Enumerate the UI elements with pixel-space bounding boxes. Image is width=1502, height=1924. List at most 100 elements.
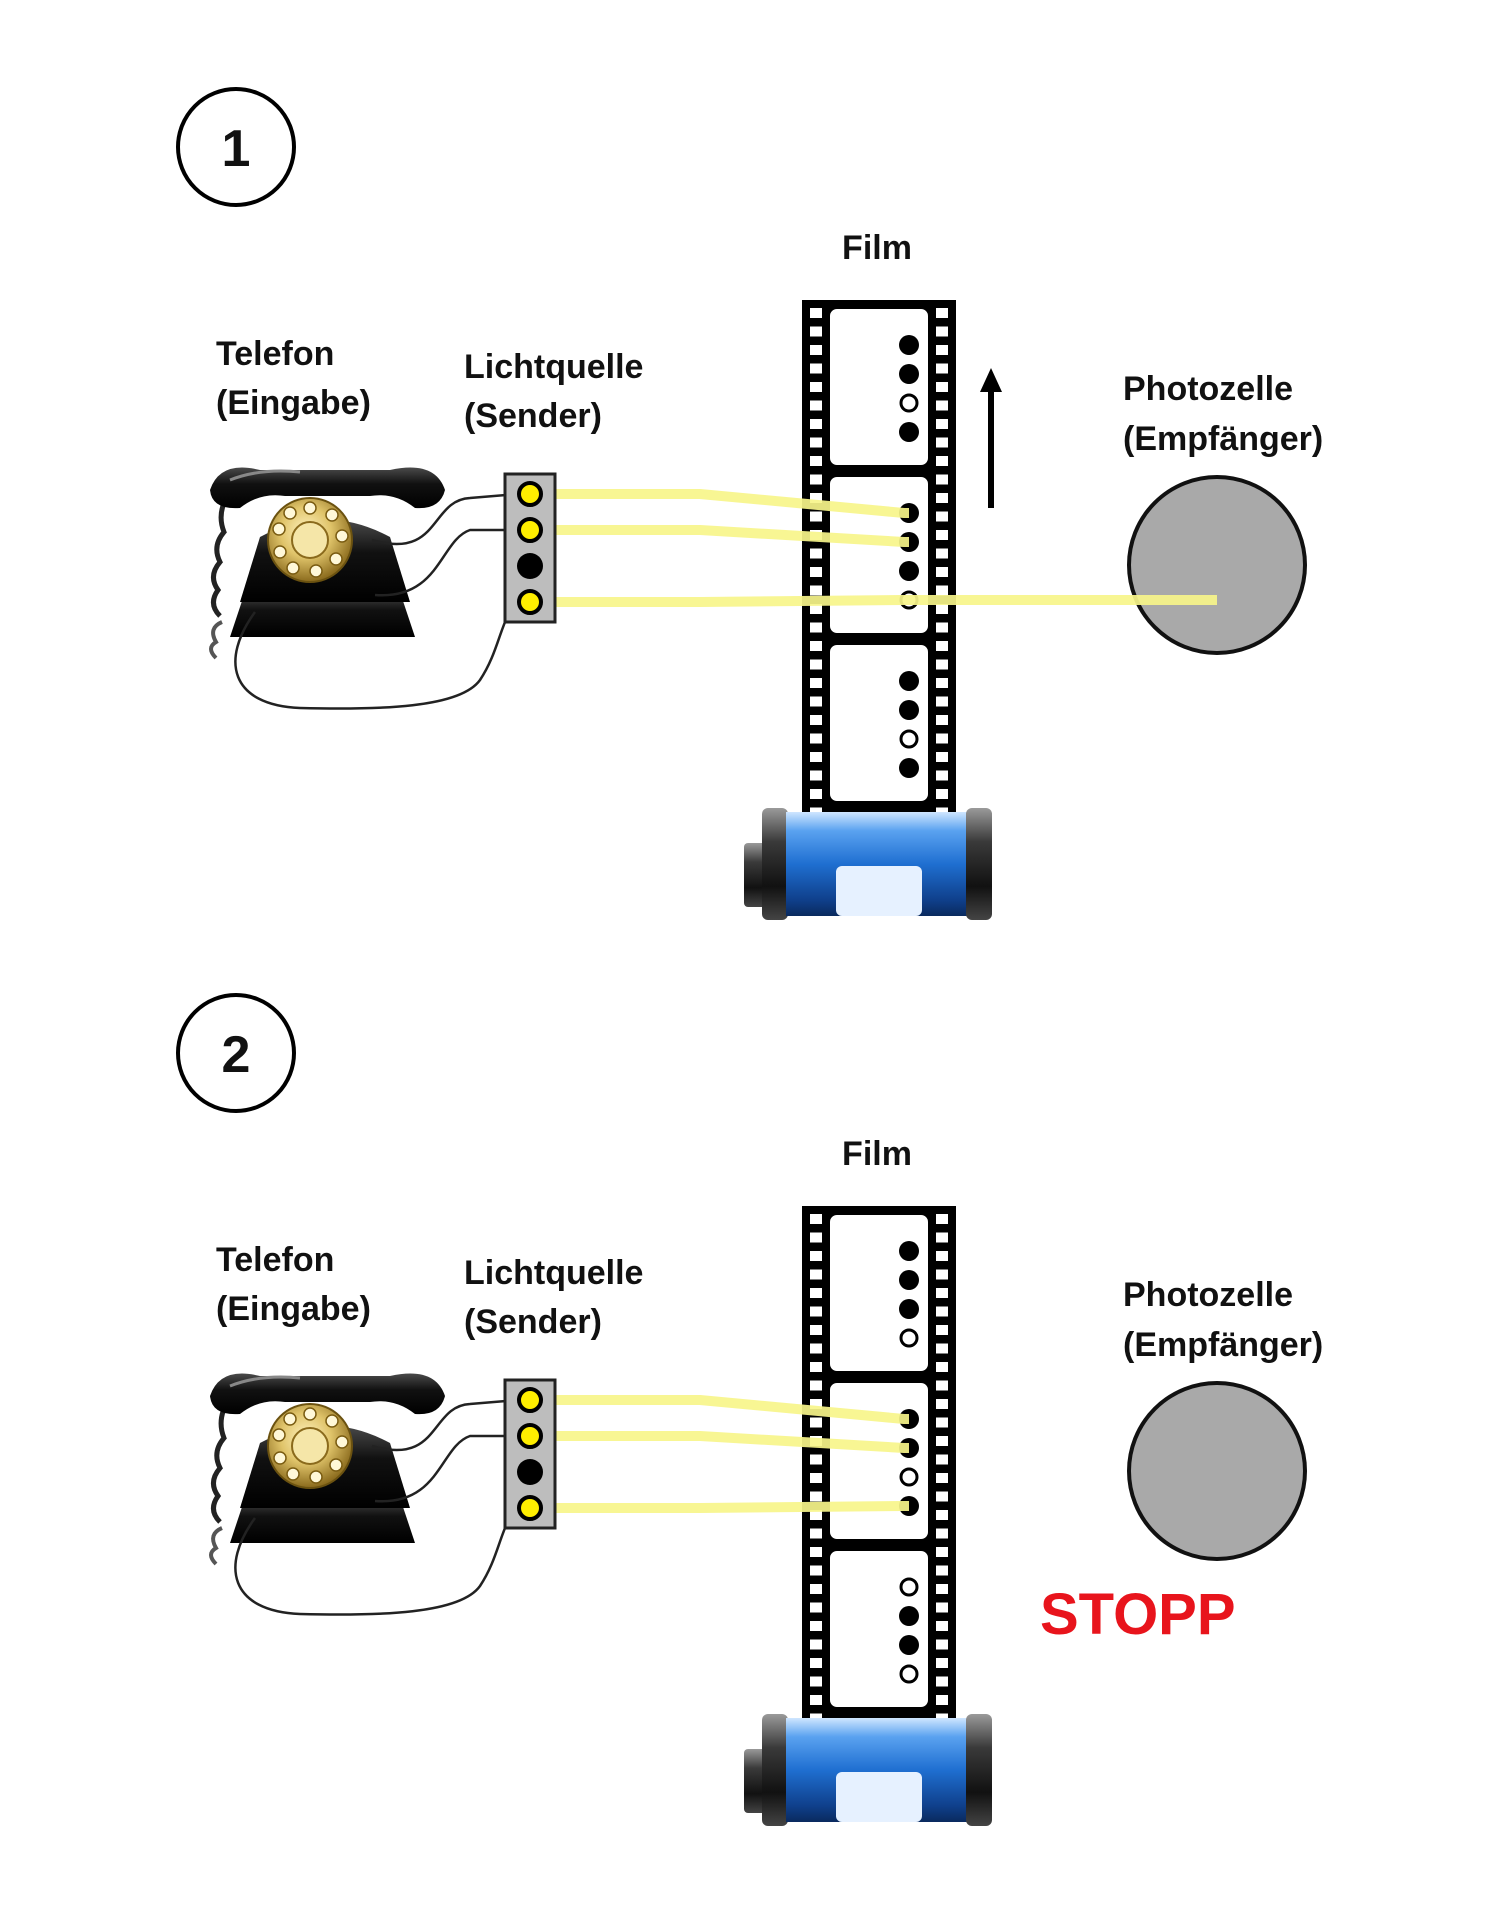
canister-right-cap <box>966 808 992 920</box>
sprocket-hole-left <box>810 493 822 503</box>
sprocket-hole-right <box>936 752 948 762</box>
sprocket-hole-left <box>810 1251 822 1261</box>
sprocket-hole-right <box>936 1417 948 1428</box>
sprocket-hole-left <box>810 752 822 762</box>
sprocket-hole-right <box>936 789 948 799</box>
sprocket-hole-right <box>936 1547 948 1557</box>
sprocket-hole-left <box>810 1288 822 1298</box>
frame-hole-filled <box>899 1241 919 1261</box>
sprocket-hole-left <box>810 437 822 448</box>
telefon-label-line1: Telefon <box>216 1241 334 1279</box>
sprocket-hole-right <box>936 1251 948 1261</box>
sprocket-hole-left <box>810 382 822 392</box>
sprocket-hole-right <box>936 511 948 522</box>
sprocket-hole-right <box>936 1362 948 1372</box>
sprocket-hole-right <box>936 1528 948 1539</box>
sprocket-hole-right <box>936 1510 948 1520</box>
photozelle-label-line2: (Empfänger) <box>1123 1326 1323 1364</box>
frame-hole-open <box>899 1577 919 1597</box>
led-off <box>517 553 543 579</box>
sprocket-hole-right <box>936 770 948 781</box>
frame-hole-filled <box>899 758 919 778</box>
sprocket-hole-right <box>936 437 948 448</box>
sprocket-hole-right <box>936 548 948 559</box>
sprocket-hole-right <box>936 641 948 651</box>
frame-hole-filled <box>899 1606 919 1626</box>
film-frame <box>828 475 930 635</box>
sprocket-hole-right <box>936 456 948 466</box>
frame-hole-filled <box>899 1270 919 1290</box>
light-beam <box>530 595 1217 607</box>
sprocket-hole-right <box>936 585 948 596</box>
sprocket-hole-left <box>810 789 822 799</box>
film-strip <box>802 300 956 836</box>
sprocket-hole-right <box>936 1214 948 1224</box>
film-strip <box>802 1206 956 1742</box>
sprocket-hole-right <box>936 1658 948 1668</box>
phone-wires <box>234 492 519 710</box>
sprocket-hole-left <box>810 641 822 651</box>
led-on <box>517 1495 543 1521</box>
sprocket-hole-right <box>936 363 948 374</box>
lichtquelle-label-line1: Lichtquelle <box>464 1254 643 1292</box>
sprocket-hole-left <box>810 1584 822 1594</box>
sprocket-hole-left <box>810 474 822 485</box>
light-beam <box>530 525 909 547</box>
sprocket-hole-left <box>810 1510 822 1520</box>
frame-hole-open <box>899 393 919 413</box>
film-frame <box>828 1381 930 1541</box>
lichtquelle-label-line2: (Sender) <box>464 397 602 435</box>
arrow-head <box>980 368 1002 392</box>
sprocket-hole-right <box>936 474 948 485</box>
panel-number-circle <box>176 993 296 1113</box>
sprocket-hole-right <box>936 345 948 355</box>
sprocket-hole-left <box>810 548 822 559</box>
telefon-label-line2: (Eingabe) <box>216 1290 371 1328</box>
frame-hole-open <box>899 1328 919 1348</box>
sprocket-hole-right <box>936 1473 948 1483</box>
sprocket-hole-left <box>810 567 822 577</box>
led-on <box>517 1423 543 1449</box>
film-frame <box>828 1213 930 1373</box>
sprocket-hole-right <box>936 678 948 688</box>
sprocket-hole-left <box>810 659 822 670</box>
led-off <box>517 1459 543 1485</box>
sprocket-hole-right <box>936 622 948 633</box>
canister-right-cap <box>966 1714 992 1826</box>
panel-1: 1 Film Telefon (Eingabe) Lichtquelle (Se… <box>176 87 1323 920</box>
sprocket-hole-left <box>810 456 822 466</box>
sprocket-hole-left <box>810 511 822 522</box>
film-frame <box>828 307 930 467</box>
film-label: Film <box>842 1135 912 1173</box>
sprocket-hole-right <box>936 1288 948 1298</box>
sprocket-hole-left <box>810 1362 822 1372</box>
sprocket-hole-left <box>810 1491 822 1502</box>
sprocket-hole-left <box>810 1547 822 1557</box>
sprocket-hole-right <box>936 567 948 577</box>
sprocket-hole-left <box>810 419 822 429</box>
sprocket-hole-left <box>810 345 822 355</box>
frame-hole-filled <box>899 1299 919 1319</box>
sprocket-hole-right <box>936 326 948 337</box>
sprocket-hole-left <box>810 1602 822 1613</box>
sprocket-hole-left <box>810 1380 822 1391</box>
photozelle-label-line1: Photozelle <box>1123 370 1293 408</box>
sprocket-hole-right <box>936 308 948 318</box>
photocell <box>1127 475 1307 655</box>
film-canister-icon <box>744 808 992 920</box>
sprocket-hole-left <box>810 1695 822 1705</box>
sprocket-hole-left <box>810 604 822 614</box>
sprocket-hole-right <box>936 1269 948 1280</box>
photozelle-label-line1: Photozelle <box>1123 1276 1293 1314</box>
sprocket-hole-left <box>810 770 822 781</box>
sprocket-hole-right <box>936 604 948 614</box>
sprocket-hole-right <box>936 1695 948 1705</box>
led-on <box>517 481 543 507</box>
phone-wires <box>234 1398 519 1616</box>
frame-hole-filled <box>899 671 919 691</box>
sprocket-hole-left <box>810 1399 822 1409</box>
sprocket-hole-right <box>936 1639 948 1650</box>
sprocket-hole-right <box>936 696 948 707</box>
sprocket-hole-left <box>810 1343 822 1354</box>
